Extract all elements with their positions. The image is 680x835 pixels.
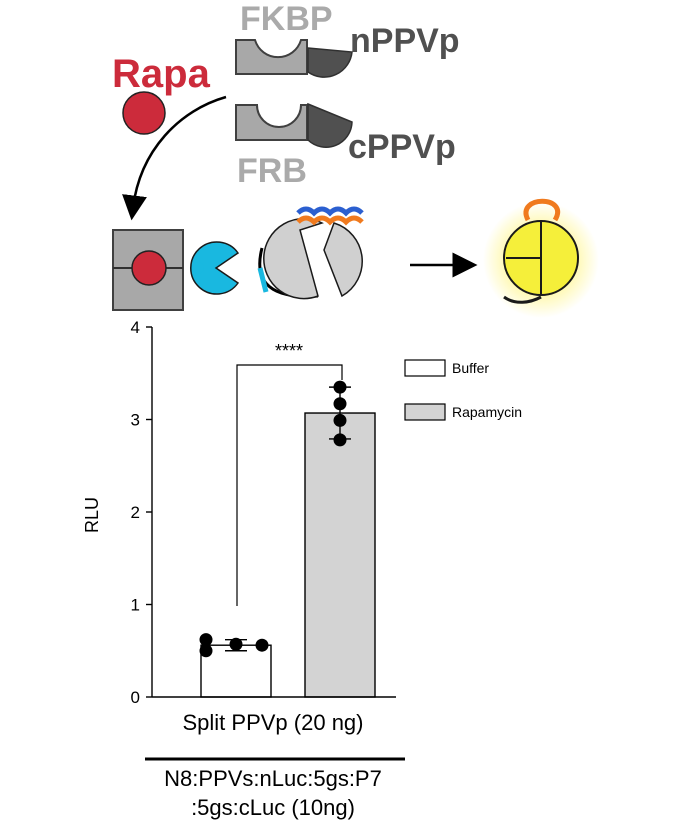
legend-swatch-rapamycin [404, 403, 446, 421]
bar-buffer [200, 644, 272, 698]
y-tick-label: 2 [131, 503, 140, 522]
chart: 0 1 2 3 4 RLU **** Split PPVp (20 ng) N8:PPV… [82, 318, 522, 820]
x-axis-label: Split PPVp (20 ng) [183, 710, 364, 735]
fkbp-label: FKBP [240, 0, 333, 38]
legend-swatch-buffer [404, 359, 446, 377]
y-axis: 0 1 2 3 4 [131, 318, 153, 707]
construct-label-line1: N8:PPVs:nLuc:5gs:P7 [164, 766, 382, 791]
nppvp-shape [307, 47, 353, 78]
data-point [333, 397, 347, 411]
rapa-label: Rapa [112, 52, 211, 96]
data-point [333, 380, 347, 394]
cppvp-label: cPPVp [348, 128, 456, 166]
bar-rapamycin [304, 412, 376, 698]
data-point [199, 644, 213, 658]
data-point [255, 638, 269, 652]
schematic: FKBP nPPVp Rapa cPPVp FRB [112, 0, 599, 318]
y-tick-label: 4 [131, 318, 140, 337]
cyan-split-protease [190, 241, 240, 295]
frb-block [235, 104, 308, 141]
fkbp-block [235, 39, 308, 75]
active-luciferase [483, 198, 599, 318]
assembly-arrow [122, 95, 227, 221]
legend-label-buffer: Buffer [452, 360, 489, 376]
data-point [199, 633, 213, 647]
cppvp-shape [307, 102, 353, 148]
bound-rapa [131, 250, 167, 286]
y-tick-label: 3 [131, 411, 140, 430]
data-point [333, 413, 347, 427]
frb-label: FRB [237, 152, 307, 190]
cyan-knob [192, 262, 204, 274]
y-tick-label: 0 [131, 688, 140, 707]
legend-label-rapamycin: Rapamycin [452, 404, 522, 420]
data-point [333, 433, 347, 447]
construct-label-line2: :5gs:cLuc (10ng) [191, 795, 355, 820]
rapa-molecule [122, 91, 166, 135]
data-point [229, 637, 243, 651]
y-tick-label: 1 [131, 596, 140, 615]
significance-bracket: **** [236, 341, 343, 606]
bars [199, 380, 376, 698]
significance-stars: **** [275, 341, 303, 361]
y-axis-label: RLU [82, 497, 102, 533]
split-luciferase [257, 206, 364, 300]
nppvp-label: nPPVp [350, 22, 460, 60]
